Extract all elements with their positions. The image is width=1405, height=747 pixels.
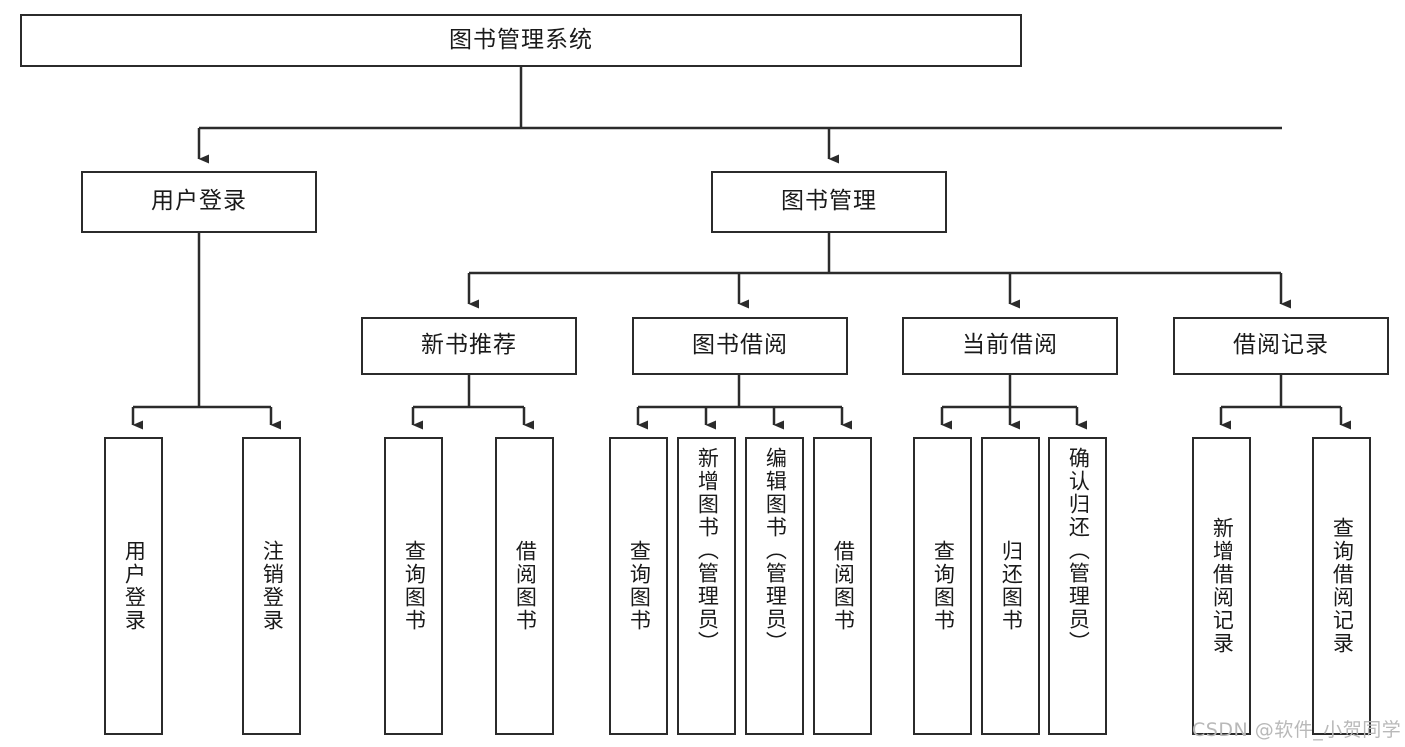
- node-root-book-management-system[interactable]: 图书管理系统: [20, 14, 1022, 67]
- node-leaf-query-book-borrow[interactable]: 查询图书: [609, 437, 668, 735]
- node-leaf-add-book-admin[interactable]: 新增图书（管理员）: [677, 437, 736, 735]
- node-leaf-query-borrow-record[interactable]: 查询借阅记录: [1312, 437, 1371, 735]
- node-leaf-add-borrow-record-label: 新增借阅记录: [1210, 517, 1235, 655]
- node-root-label: 图书管理系统: [449, 26, 593, 53]
- node-leaf-confirm-return-admin-label: 确认归还（管理员）: [1066, 447, 1091, 654]
- node-leaf-user-login[interactable]: 用户登录: [104, 437, 163, 735]
- node-new-book-recommend-label: 新书推荐: [421, 332, 517, 359]
- node-leaf-query-book-borrow-label: 查询图书: [627, 540, 652, 632]
- node-book-borrow[interactable]: 图书借阅: [632, 317, 848, 375]
- node-leaf-borrow-book-recommend[interactable]: 借阅图书: [495, 437, 554, 735]
- node-leaf-user-login-label: 用户登录: [122, 540, 147, 632]
- node-leaf-query-book-current[interactable]: 查询图书: [913, 437, 972, 735]
- node-new-book-recommend[interactable]: 新书推荐: [361, 317, 577, 375]
- node-user-login-label: 用户登录: [151, 188, 247, 215]
- node-leaf-logout-label: 注销登录: [260, 540, 285, 632]
- node-leaf-query-book-recommend[interactable]: 查询图书: [384, 437, 443, 735]
- watermark-csdn: CSDN @软件_小贺同学: [1192, 719, 1402, 741]
- node-user-login[interactable]: 用户登录: [81, 171, 317, 233]
- node-current-borrow-label: 当前借阅: [962, 332, 1058, 359]
- node-current-borrow[interactable]: 当前借阅: [902, 317, 1118, 375]
- node-leaf-query-book-recommend-label: 查询图书: [402, 540, 427, 632]
- node-book-borrow-label: 图书借阅: [692, 332, 788, 359]
- node-leaf-return-book[interactable]: 归还图书: [981, 437, 1040, 735]
- node-book-management-label: 图书管理: [781, 188, 877, 215]
- node-leaf-borrow-book[interactable]: 借阅图书: [813, 437, 872, 735]
- node-leaf-edit-book-admin-label: 编辑图书（管理员）: [763, 447, 788, 654]
- node-borrow-record-label: 借阅记录: [1233, 332, 1329, 359]
- node-book-management[interactable]: 图书管理: [711, 171, 947, 233]
- node-leaf-add-borrow-record[interactable]: 新增借阅记录: [1192, 437, 1251, 735]
- node-leaf-confirm-return-admin[interactable]: 确认归还（管理员）: [1048, 437, 1107, 735]
- node-leaf-edit-book-admin[interactable]: 编辑图书（管理员）: [745, 437, 804, 735]
- node-leaf-return-book-label: 归还图书: [999, 540, 1024, 632]
- node-borrow-record[interactable]: 借阅记录: [1173, 317, 1389, 375]
- node-leaf-query-borrow-record-label: 查询借阅记录: [1330, 517, 1355, 655]
- node-leaf-logout[interactable]: 注销登录: [242, 437, 301, 735]
- node-leaf-add-book-admin-label: 新增图书（管理员）: [695, 447, 720, 654]
- node-leaf-query-book-current-label: 查询图书: [931, 540, 956, 632]
- node-leaf-borrow-book-recommend-label: 借阅图书: [513, 540, 538, 632]
- node-leaf-borrow-book-label: 借阅图书: [831, 540, 856, 632]
